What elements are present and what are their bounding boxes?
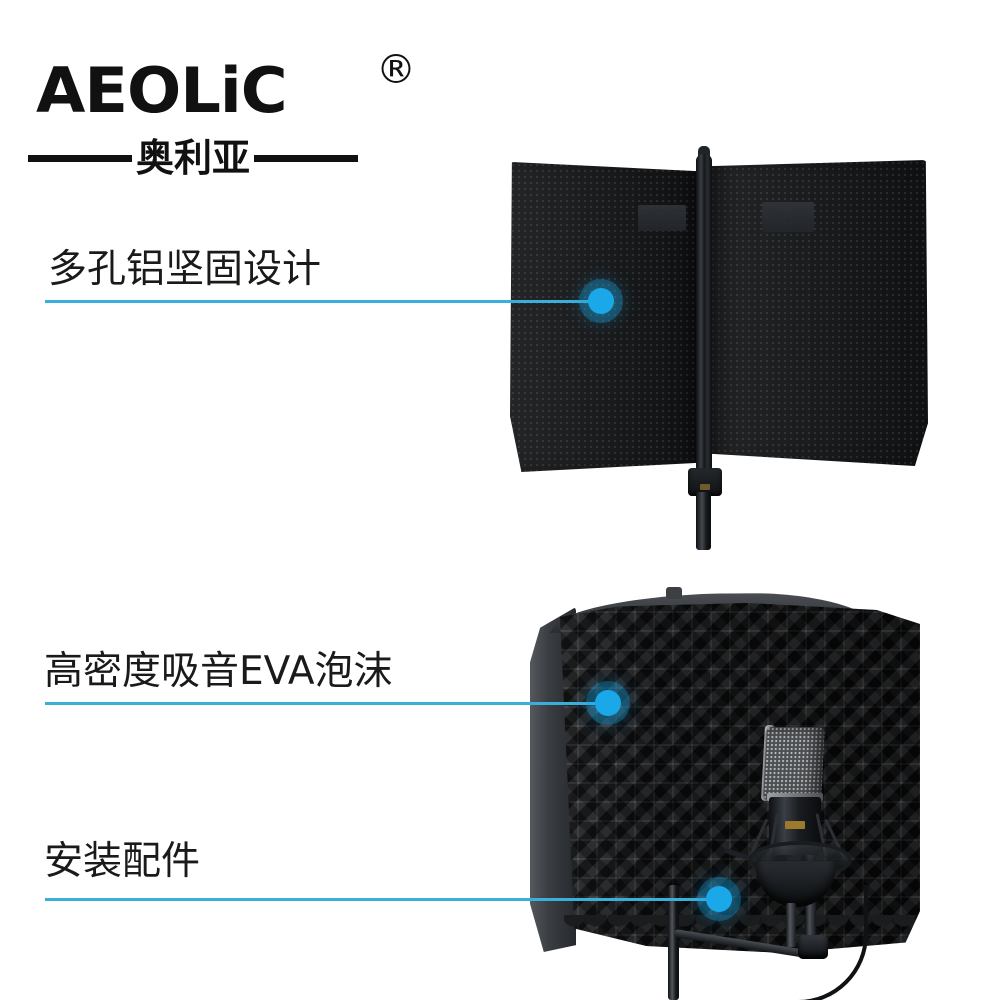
shield-panel-right [710, 160, 928, 466]
center-mounting-rod [696, 154, 712, 474]
mount-clamp [688, 468, 722, 496]
stand-pole-bottom [668, 885, 679, 1000]
microphone-brand-badge [785, 821, 805, 829]
callout-leader-line-perforated-aluminum [45, 300, 600, 303]
stand-pole-top [696, 492, 711, 550]
callout-leader-line-mounting-hardware [45, 898, 720, 901]
eva-pyramid-foam-face [560, 603, 920, 953]
microphone-grille [763, 727, 825, 799]
microphone-stem [786, 903, 796, 947]
clamp-screw [700, 484, 710, 490]
callout-dot-mounting-hardware [706, 886, 732, 912]
callout-label-mounting-hardware: 安装配件 [44, 839, 201, 884]
callout-dot-eva-foam [595, 690, 621, 716]
registered-trademark-icon: ® [376, 47, 416, 93]
panel-reflection-patch-right [762, 202, 814, 232]
brand-subtitle-row: 奥利亚 [28, 136, 400, 180]
boom-adjustment-collar [798, 935, 828, 959]
perforated-aluminum-shield [510, 140, 930, 550]
callout-label-eva-foam: 高密度吸音EVA泡沫 [44, 649, 393, 694]
brand-wordmark: AEOLiC [36, 54, 288, 127]
shield-top-knob [666, 587, 682, 599]
callout-label-perforated-aluminum: 多孔铝坚固设计 [48, 247, 322, 292]
brand-logo: AEOLiC ® 奥利亚 [28, 28, 416, 177]
eva-foam-shield-with-microphone [520, 585, 990, 1000]
panel-reflection-patch-left [638, 205, 686, 231]
brand-chinese-name: 奥利亚 [136, 136, 251, 180]
callout-leader-line-eva-foam [45, 702, 610, 705]
logo-rule-left [28, 154, 132, 162]
callout-dot-perforated-aluminum [588, 288, 614, 314]
foam-bottom-scallop-edge [564, 915, 916, 955]
logo-rule-right [254, 154, 359, 162]
